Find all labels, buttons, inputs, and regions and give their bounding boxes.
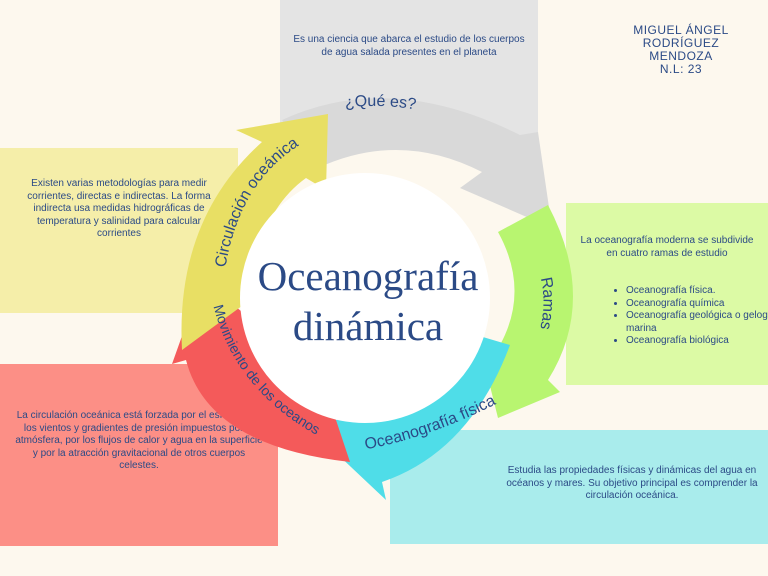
ramas-list: Oceanografía física. Oceanografía químic…: [612, 285, 768, 348]
ramas-list-item: Oceanografía geológica o gelogía marina: [626, 310, 768, 335]
movimiento-description: La circulación oceánica está forzada por…: [15, 410, 263, 472]
fisica-box: [390, 430, 768, 544]
que-es-label-text: ¿Qué es?: [344, 93, 418, 114]
center-title-line2: dinámica: [293, 303, 443, 349]
ramas-intro: La oceanografía moderna se subdivide en …: [580, 235, 754, 259]
ramas-arrow: [478, 205, 573, 418]
ramas-list-item: Oceanografía física.: [626, 285, 768, 298]
ramas-label: Ramas: [536, 276, 556, 331]
circulacion-arrow: [181, 114, 328, 350]
author-block: MIGUEL ÁNGEL RODRÍGUEZ MENDOZA N.L: 23: [618, 24, 744, 76]
author-line: N.L: 23: [659, 62, 703, 76]
que-es-label: ¿Qué es?: [344, 93, 418, 114]
ramas-list-item: Oceanografía química: [626, 298, 768, 311]
author-line: MENDOZA: [649, 49, 713, 63]
author-line: MIGUEL ÁNGEL: [633, 23, 729, 37]
ramas-label-text: Ramas: [536, 276, 556, 331]
ramas-box: [566, 203, 768, 385]
que-es-description: Es una ciencia que abarca el estudio de …: [293, 34, 525, 58]
center-circle: [240, 173, 490, 423]
movimiento-arrow: [172, 280, 350, 462]
center-title-line1: Oceanografía: [258, 253, 479, 299]
que-es-arrow: [282, 98, 552, 229]
ramas-list-item: Oceanografía biológica: [626, 335, 768, 348]
fisica-description: Estudia las propiedades físicas y dinámi…: [506, 465, 758, 502]
author-line: RODRÍGUEZ: [642, 36, 720, 50]
circulacion-description: Existen varias metodologías para medir c…: [27, 178, 211, 240]
